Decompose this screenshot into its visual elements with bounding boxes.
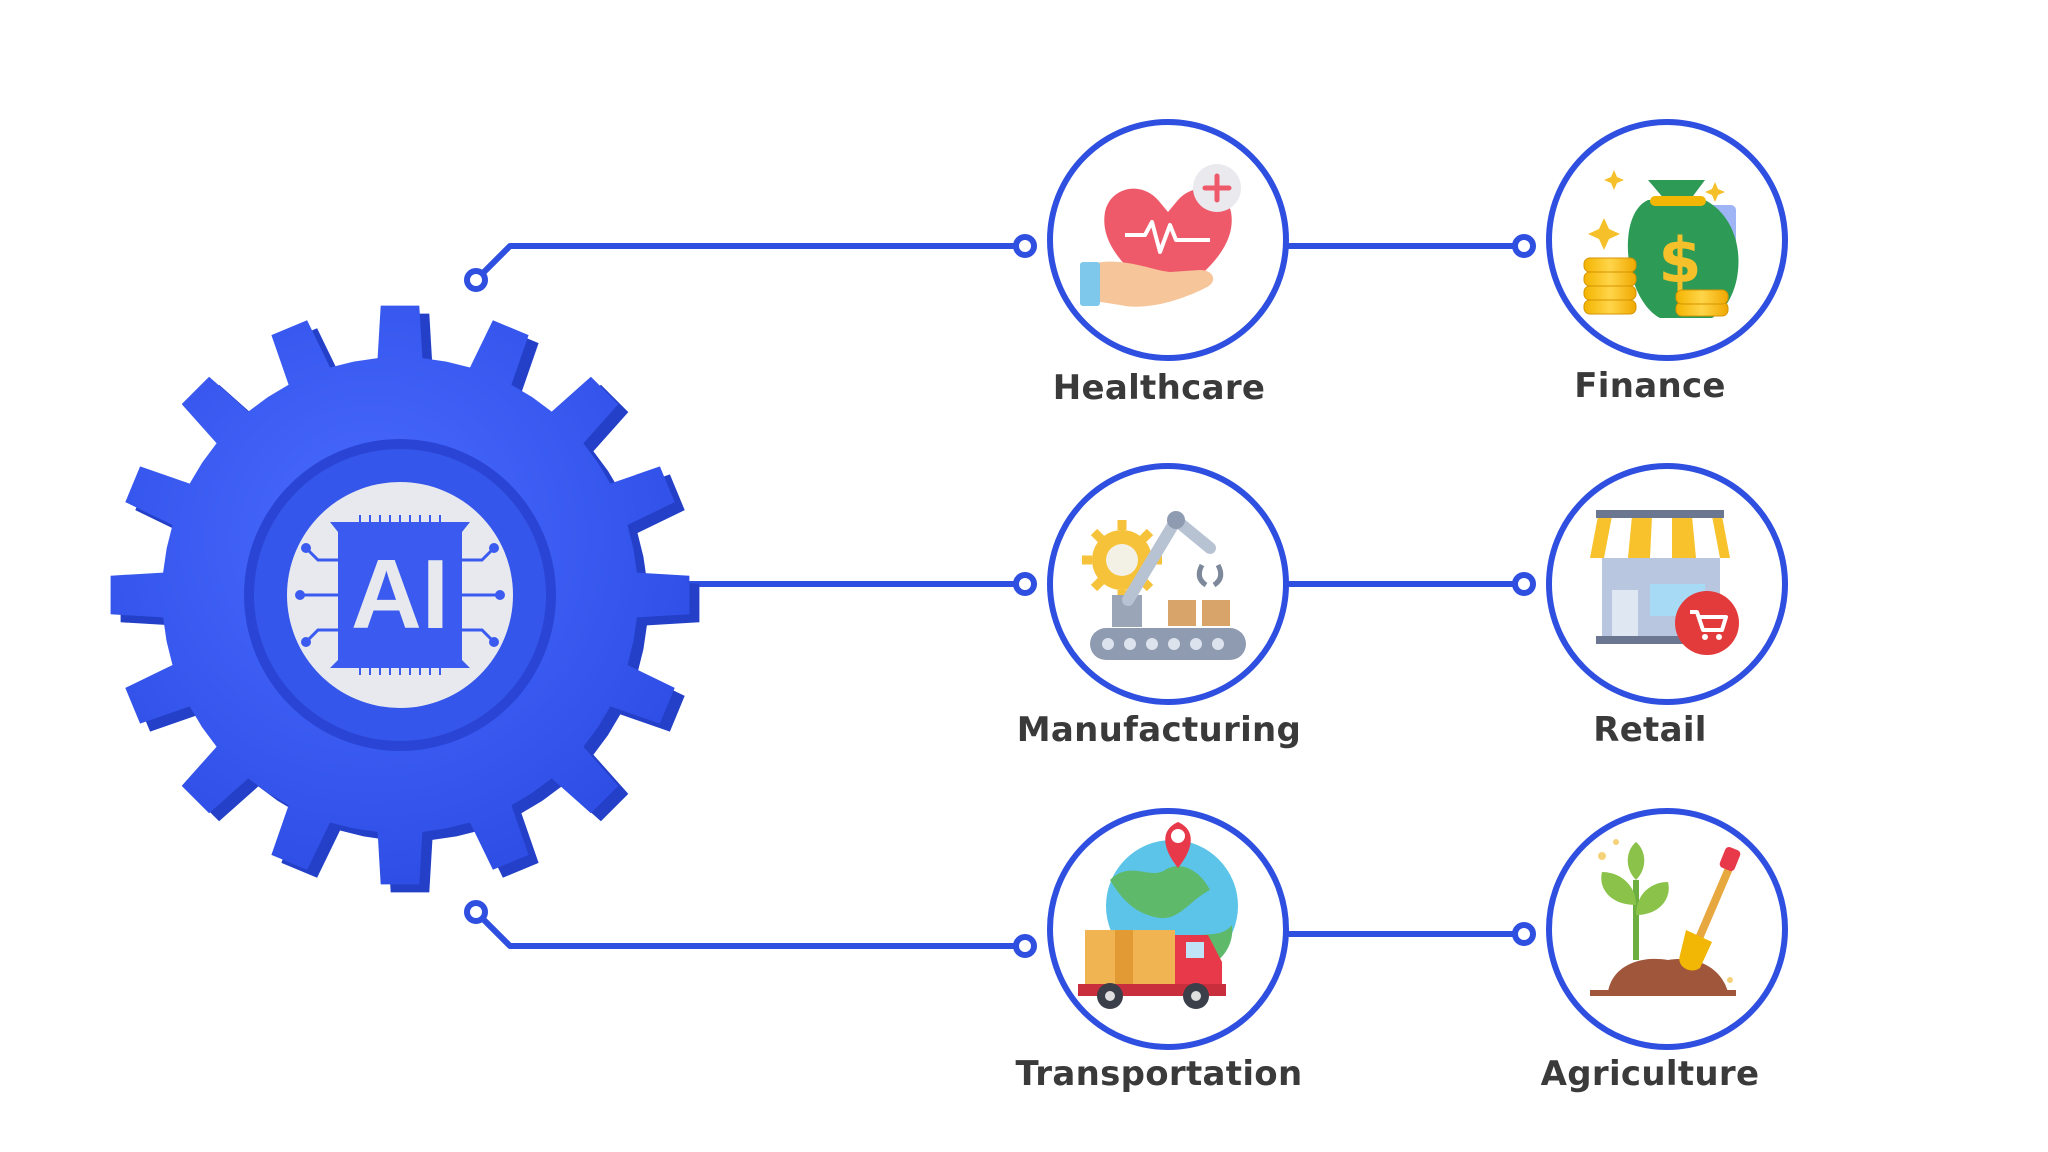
plant-shovel-icon — [1590, 839, 1741, 996]
connector-ai-healthcare — [473, 243, 1026, 283]
dollar-sign: $ — [1658, 224, 1701, 297]
agriculture-node — [1546, 808, 1788, 1050]
connector-dots — [464, 234, 1536, 958]
money-bag-icon: $ — [1583, 170, 1739, 318]
connector-ai-transportation — [473, 909, 1026, 949]
healthcare-label: Healthcare — [1052, 368, 1266, 408]
transportation-label: Transportation — [1015, 1054, 1303, 1094]
delivery-truck-globe-icon — [1078, 822, 1238, 1009]
ai-label: AI — [351, 539, 449, 649]
connector-dot — [1512, 572, 1536, 596]
connector-dot — [1013, 572, 1037, 596]
connectors — [473, 243, 1525, 949]
connector-dot — [1512, 922, 1536, 946]
manufacturing-label: Manufacturing — [1016, 710, 1302, 750]
connector-dot — [1013, 934, 1037, 958]
store-cart-icon — [1590, 510, 1739, 655]
connector-dot — [464, 268, 488, 292]
heart-hand-icon — [1080, 164, 1241, 307]
ai-chip-icon: AI — [295, 515, 505, 675]
retail-label: Retail — [1593, 710, 1707, 750]
finance-label: Finance — [1574, 366, 1726, 406]
agriculture-label: Agriculture — [1540, 1054, 1760, 1094]
ai-gear: AI — [110, 305, 700, 893]
connector-dot — [1512, 234, 1536, 258]
manufacturing-node — [1047, 463, 1289, 705]
connector-dot — [464, 900, 488, 924]
connector-dot — [1013, 234, 1037, 258]
robot-arm-conveyor-icon — [1082, 510, 1246, 660]
